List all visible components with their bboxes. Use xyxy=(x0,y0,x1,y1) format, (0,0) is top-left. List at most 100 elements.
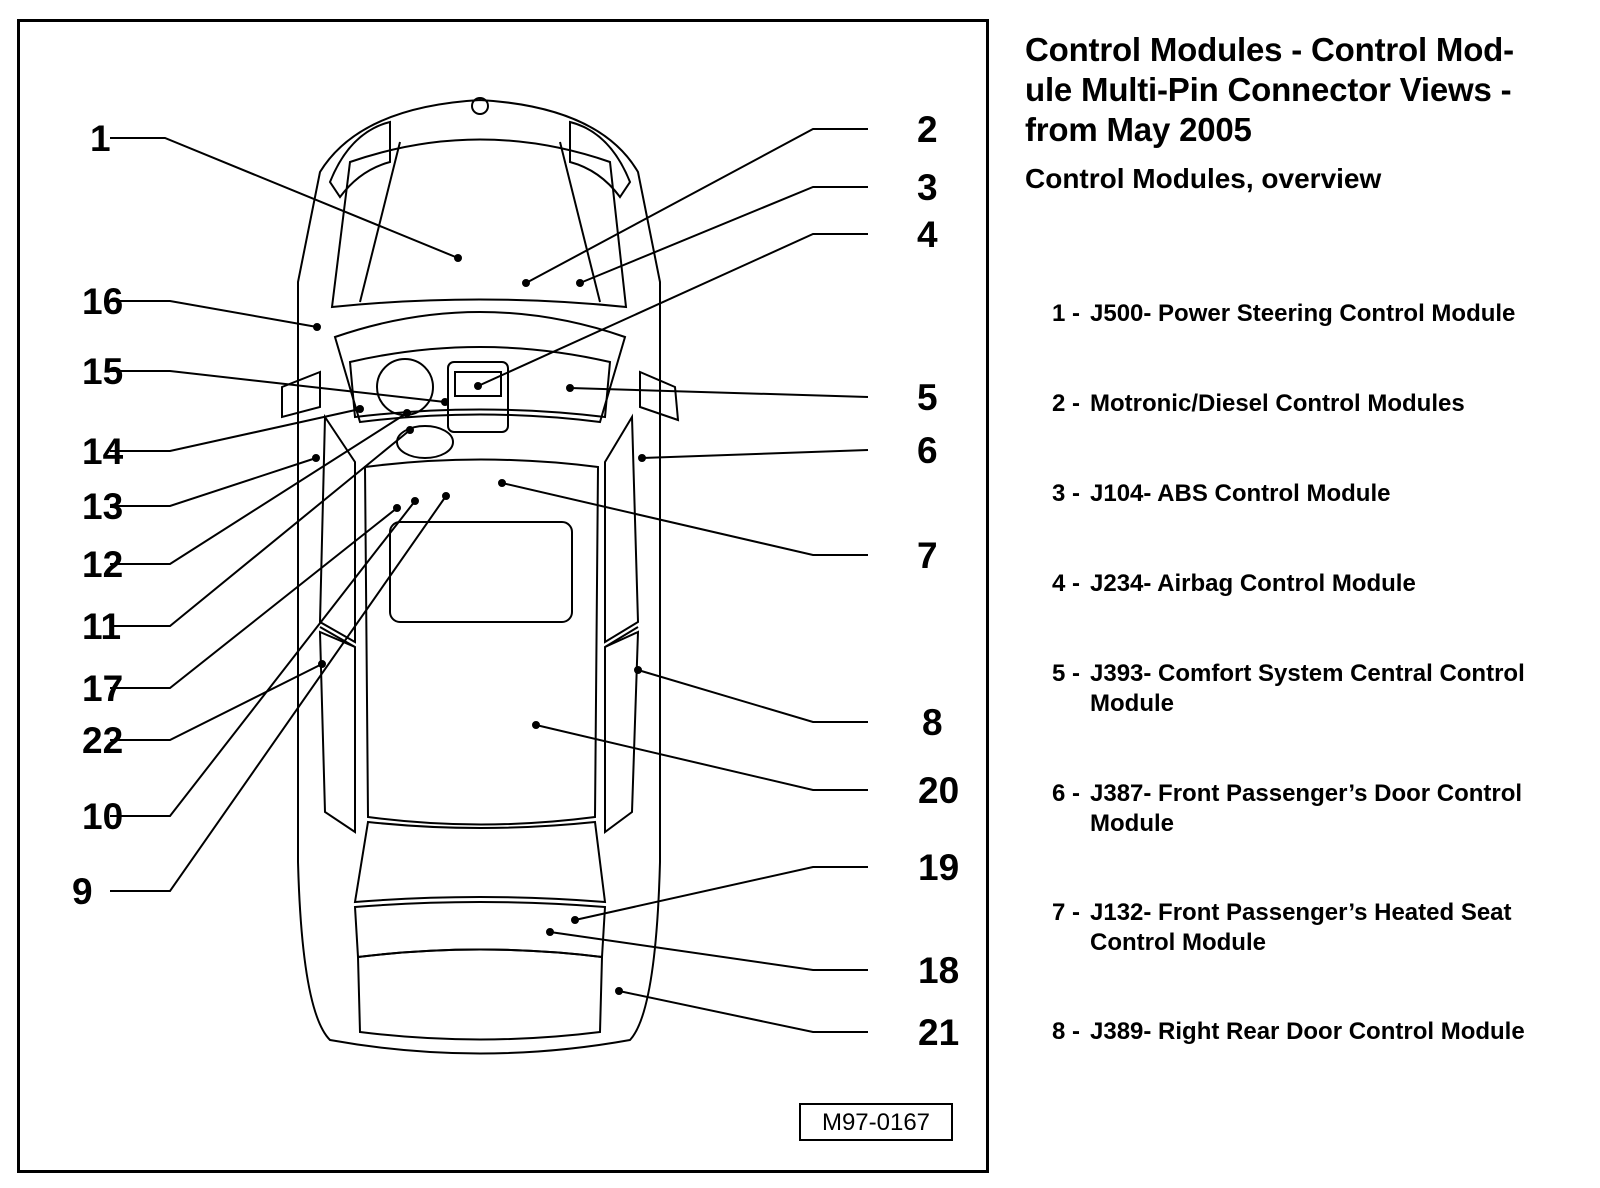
leader-line-17 xyxy=(110,507,398,689)
callout-16: 16 xyxy=(82,281,123,322)
leader-dot-20 xyxy=(532,721,540,729)
hood-line-left xyxy=(359,141,401,303)
legend-text: Motronic/Diesel Control Modules xyxy=(1090,389,1597,419)
leader-dot-7 xyxy=(498,479,506,487)
legend-number: 1 - xyxy=(1052,300,1081,327)
callout-6: 6 xyxy=(917,430,938,471)
sunroof xyxy=(389,521,573,623)
leader-line-15 xyxy=(110,370,446,403)
steering-wheel xyxy=(396,425,454,459)
legend-text: J104- ABS Control Module xyxy=(1090,479,1597,509)
legend-text-line: J104- ABS Control Module xyxy=(1090,480,1391,507)
radio-unit xyxy=(454,371,502,397)
mirror-left xyxy=(281,370,321,419)
leader-dot-4 xyxy=(474,382,482,390)
leader-line-6 xyxy=(641,449,869,459)
legend-number: 8 - xyxy=(1052,1018,1081,1045)
leader-line-7 xyxy=(501,482,868,556)
callout-22: 22 xyxy=(82,720,123,761)
pillar-left xyxy=(319,626,356,648)
legend-number: 5 - xyxy=(1052,660,1081,687)
callout-9: 9 xyxy=(72,871,93,912)
legend-text-line: J393- Comfort System Central Control xyxy=(1090,660,1525,687)
callout-13: 13 xyxy=(82,486,123,527)
leader-line-20 xyxy=(535,724,868,791)
leader-line-18 xyxy=(549,931,868,971)
leader-line-2 xyxy=(525,128,868,284)
headlight-right xyxy=(569,120,632,199)
callout-20: 20 xyxy=(918,770,959,811)
leader-dot-11 xyxy=(406,426,414,434)
callout-19: 19 xyxy=(918,847,959,888)
legend-text: J500- Power Steering Control Module xyxy=(1090,299,1597,329)
callout-14: 14 xyxy=(82,431,124,472)
center-console xyxy=(447,361,509,433)
leader-line-1 xyxy=(110,137,459,259)
leader-line-10 xyxy=(110,500,416,817)
rear-window xyxy=(353,820,607,904)
legend-item: 1 - J500- Power Steering Control Module xyxy=(1052,299,1597,329)
leader-dot-10 xyxy=(411,497,419,505)
leader-dot-9 xyxy=(442,492,450,500)
pillar-right xyxy=(604,626,639,648)
legend-number: 2 - xyxy=(1052,390,1081,417)
callout-10: 10 xyxy=(82,796,123,837)
callout-17: 17 xyxy=(82,668,123,709)
instrument-cluster xyxy=(376,358,434,416)
leader-line-16 xyxy=(110,300,318,328)
leader-dot-3 xyxy=(576,279,584,287)
legend-number: 7 - xyxy=(1052,899,1081,926)
title-line: ule Multi-Pin Connector Views - xyxy=(1025,71,1512,108)
callout-3: 3 xyxy=(917,167,938,208)
leader-lines xyxy=(110,128,869,1033)
callout-18: 18 xyxy=(918,950,959,991)
leader-dot-13 xyxy=(312,454,320,462)
leader-dot-2 xyxy=(522,279,530,287)
figure-id: M97-0167 xyxy=(822,1109,930,1136)
legend-number: 4 - xyxy=(1052,570,1081,597)
callout-5: 5 xyxy=(917,377,938,418)
title-line: Control Modules - Control Mod- xyxy=(1025,31,1514,68)
leader-line-22 xyxy=(110,663,323,741)
leader-line-14 xyxy=(110,408,361,452)
leader-line-3 xyxy=(579,186,868,284)
dashboard xyxy=(348,346,612,419)
callout-11: 11 xyxy=(82,606,121,647)
legend-item: 8 -J389- Right Rear Door Control Module xyxy=(1052,1017,1597,1047)
callout-12: 12 xyxy=(82,544,123,585)
leader-dot-17 xyxy=(393,504,401,512)
legend-text: J234- Airbag Control Module xyxy=(1090,569,1597,599)
leader-dot-16 xyxy=(313,323,321,331)
leader-dot-8 xyxy=(634,666,642,674)
leader-dot-6 xyxy=(638,454,646,462)
leader-line-19 xyxy=(574,866,868,921)
legend-text-line: Control Module xyxy=(1090,929,1266,956)
leader-dot-5 xyxy=(566,384,574,392)
text-panel: Control Modules - Control Mod- ule Multi… xyxy=(1025,30,1595,196)
leader-line-9 xyxy=(110,495,447,892)
legend-text-line: J500- Power Steering Control Module xyxy=(1090,300,1516,327)
leader-dot-22 xyxy=(318,660,326,668)
leader-line-4 xyxy=(477,233,868,387)
leader-dot-15 xyxy=(441,398,449,406)
leader-dot-1 xyxy=(454,254,462,262)
headlight-left xyxy=(328,120,391,199)
leader-dot-14 xyxy=(356,405,364,413)
leader-dot-12 xyxy=(403,409,411,417)
hood xyxy=(330,138,628,309)
rear-bumper xyxy=(356,948,604,1041)
roof xyxy=(363,458,600,826)
legend-item: 2 - Motronic/Diesel Control Modules xyxy=(1052,389,1597,419)
door-left-front xyxy=(318,413,356,644)
callout-2: 2 xyxy=(917,109,938,150)
figure-id-box xyxy=(799,1103,953,1141)
callout-8: 8 xyxy=(922,702,943,743)
grille-badge xyxy=(471,97,489,115)
leader-line-11 xyxy=(110,429,411,627)
